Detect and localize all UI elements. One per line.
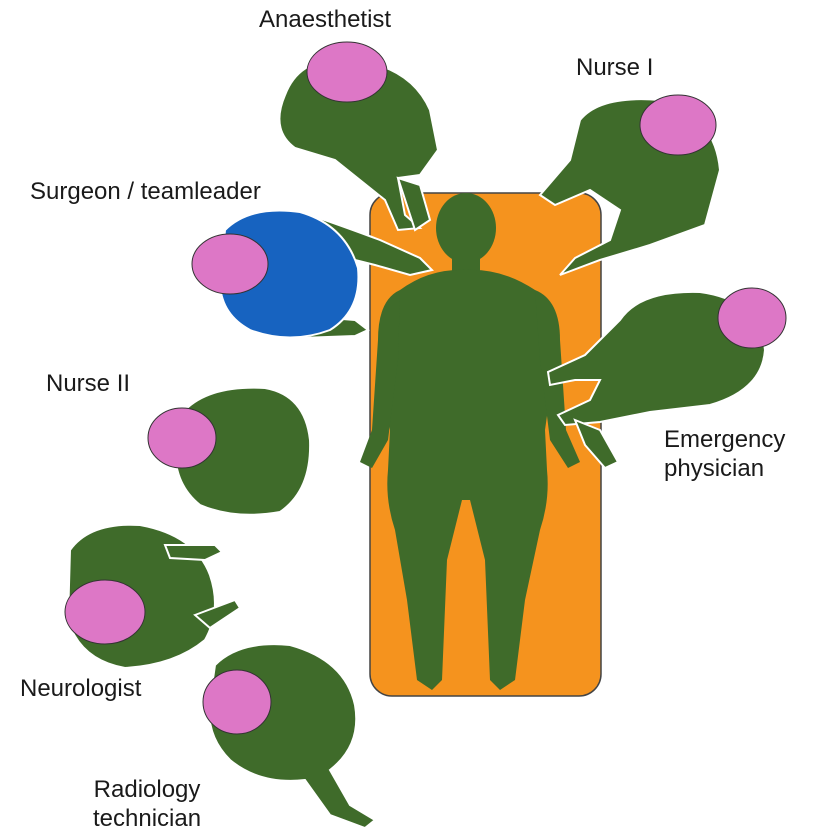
anaesthetist-figure bbox=[279, 42, 438, 230]
emergency-physician-head bbox=[718, 288, 786, 348]
neurologist-head bbox=[65, 580, 145, 644]
neurologist-label: Neurologist bbox=[20, 675, 141, 704]
nurse-1-label: Nurse I bbox=[576, 54, 653, 83]
emergency-physician-label-line-2: physician bbox=[664, 455, 785, 484]
radiology-technician-label-line-2: technician bbox=[93, 805, 201, 834]
radiology-technician-head bbox=[203, 670, 271, 734]
nurse-2-head bbox=[148, 408, 216, 468]
radiology-technician-figure bbox=[203, 644, 375, 828]
nurse-2-label: Nurse II bbox=[46, 370, 130, 399]
surgeon-teamleader-label: Surgeon / teamleader bbox=[30, 178, 261, 207]
neurologist-figure bbox=[65, 525, 240, 668]
anaesthetist-label: Anaesthetist bbox=[259, 6, 391, 35]
nurse-1-head bbox=[640, 95, 716, 155]
radiology-technician-label-line-1: Radiology bbox=[93, 776, 201, 805]
surgeon-head bbox=[192, 234, 268, 294]
anaesthetist-head bbox=[307, 42, 387, 102]
emergency-physician-label: Emergency physician bbox=[664, 426, 785, 484]
nurse-2-figure bbox=[148, 388, 310, 515]
emergency-physician-label-line-1: Emergency bbox=[664, 426, 785, 455]
radiology-technician-label: Radiology technician bbox=[93, 776, 201, 834]
